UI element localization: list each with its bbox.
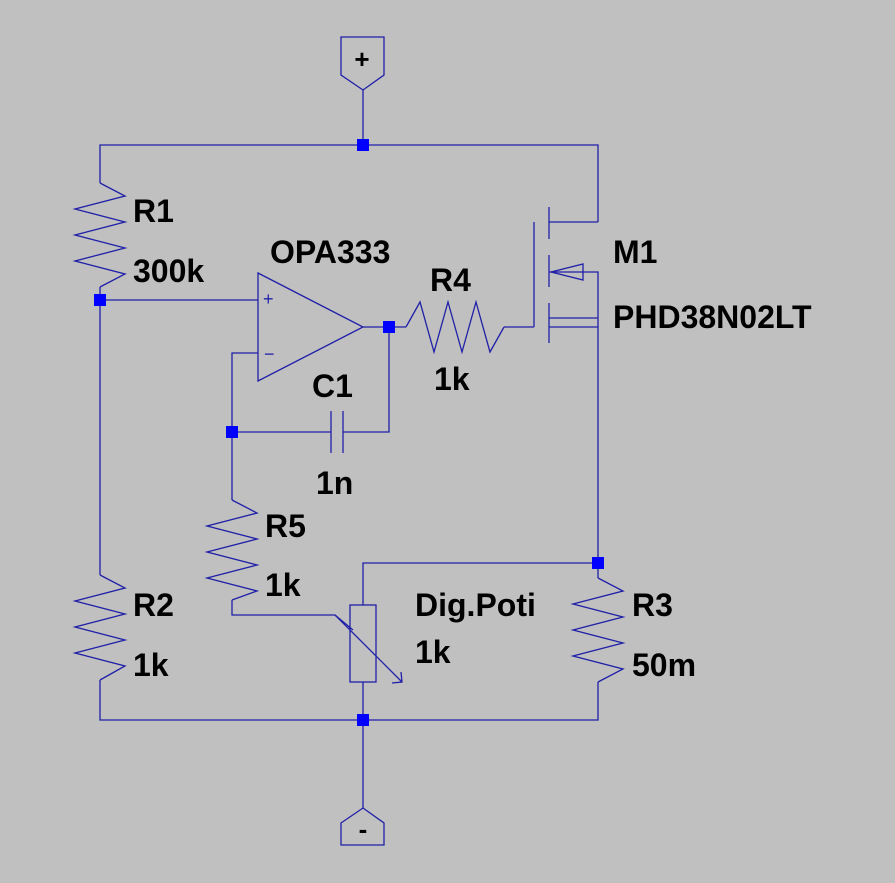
c1-ref-label: C1 [312,368,353,404]
r1-ref-label: R1 [133,193,174,229]
positive-supply-port: + [340,36,385,91]
wire-r5-to-wiper [231,600,354,631]
r3-ref-label: R3 [632,587,673,623]
m1-ref-label: M1 [613,234,657,270]
resistor-r1 [72,182,128,288]
m1-value-label: PHD38N02LT [613,299,812,335]
node-bottom [357,714,369,726]
junction-nodes [94,139,604,726]
node-feedback [226,426,238,438]
resistor-r5 [204,499,260,601]
r4-value-label: 1k [434,361,470,397]
c1-value-label: 1n [316,465,353,501]
wire-source-to-r3 [549,326,599,578]
resistor-r4 [405,299,505,355]
node-opamp-out [383,321,395,333]
wires [99,90,599,808]
r2-value-label: 1k [133,647,169,683]
r2-ref-label: R2 [133,587,174,623]
opamp-ref-label: OPA333 [270,234,390,270]
positive-port-symbol: + [354,44,369,74]
opamp-in-plus-mark: + [263,289,274,309]
node-sense [592,557,604,569]
digital-potentiometer [334,604,403,684]
resistor-r2 [72,574,128,681]
mosfet-body-arrow [550,263,584,281]
resistor-r3 [570,577,626,683]
r1-value-label: 300k [133,253,204,289]
wire-inminus-feedback [231,352,258,500]
negative-supply-port: - [340,807,385,846]
opamp-opa333: + − [257,271,365,383]
negative-port-symbol: - [359,814,368,844]
mosfet-m1 [533,207,599,343]
r4-ref-label: R4 [430,262,471,298]
wire-pot-top [362,562,598,605]
wire-top-rail [99,144,599,222]
capacitor-c1 [330,411,344,453]
opamp-in-minus-mark: − [264,344,275,364]
pot-wiper-arrowhead [391,671,403,684]
component-labels: R1 300k OPA333 R4 1k M1 PHD38N02LT C1 1n… [133,193,812,683]
node-divider [94,294,106,306]
wire-bottom-rail [99,680,599,721]
r5-ref-label: R5 [265,508,306,544]
wire-c1-right [343,327,390,433]
node-top [357,139,369,151]
r3-value-label: 50m [632,647,696,683]
pot-value-label: 1k [415,634,451,670]
r5-value-label: 1k [265,567,301,603]
pot-ref-label: Dig.Poti [415,587,536,623]
